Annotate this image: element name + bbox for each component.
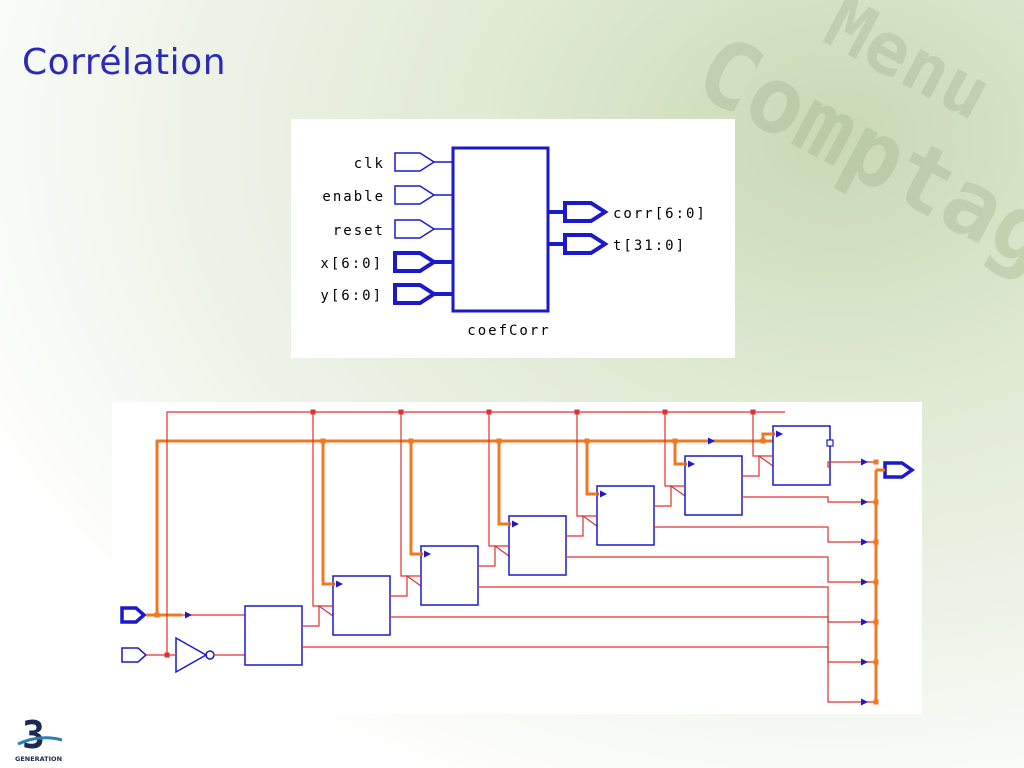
schematic-panel	[112, 402, 922, 714]
correlator-stage-block	[244, 605, 303, 666]
bus-tap-junction	[584, 438, 590, 444]
top-junction	[310, 409, 316, 415]
top-junction	[486, 409, 492, 415]
output-junction	[873, 699, 879, 705]
stage-output-arrow	[861, 578, 868, 586]
top-junction	[662, 409, 668, 415]
stage-chain-wire	[390, 574, 422, 597]
correlator-stage-block	[772, 425, 831, 486]
schematic-input-port-single	[121, 647, 148, 663]
bus-tap-junction	[408, 438, 414, 444]
stage-output-wire	[478, 586, 876, 623]
stage-top-wire	[664, 412, 685, 487]
output-junction	[873, 539, 879, 545]
input-port-reset: reset	[333, 219, 453, 239]
bus-tap-junction	[672, 438, 678, 444]
correlator-stage-block	[332, 575, 391, 636]
stage-output-wire	[827, 461, 876, 468]
stage-output-arrow	[861, 538, 868, 546]
slide-title: Corrélation	[22, 42, 227, 83]
stage-feed-arrow	[688, 460, 695, 468]
input-port-enable: enable	[322, 185, 453, 205]
stage-output-arrow	[861, 698, 868, 706]
output-junction	[873, 499, 879, 505]
correlator-stage-block	[420, 545, 479, 606]
correlator-schematic	[120, 409, 916, 706]
output-port-t: t[31:0]	[548, 233, 686, 255]
stage-top-wire	[312, 412, 333, 607]
stage-chain-wire	[478, 544, 510, 567]
stage-feed-arrow	[776, 430, 783, 438]
schematic-output-port	[883, 461, 916, 479]
correlator-stage-block	[596, 485, 655, 546]
stage-bus-feed	[497, 441, 511, 526]
stage-bus-feed	[321, 441, 335, 586]
top-junction	[574, 409, 580, 415]
stage-output-arrow	[861, 658, 868, 666]
output-junction	[873, 579, 879, 585]
bus-tap-junction	[496, 438, 502, 444]
stage-feed-arrow	[600, 490, 607, 498]
top-junction	[398, 409, 404, 415]
stage-chain-wire	[302, 604, 334, 627]
logo-text: GENERATION	[15, 755, 62, 763]
coefcorr-block	[451, 146, 550, 313]
generation-logo: 3 GENERATION	[15, 713, 63, 763]
input-port-y: y[6:0]	[320, 283, 453, 305]
stage-top-wire	[400, 412, 421, 577]
input-label-enable: enable	[322, 189, 385, 205]
top-junction	[750, 409, 756, 415]
block-symbol-diagram: clk enable reset x[6:0] y[6:0] corr[6:0]	[320, 146, 707, 339]
stage-chain-wire	[566, 514, 598, 537]
block-symbol-panel: clk enable reset x[6:0] y[6:0] corr[6:0]	[291, 119, 735, 358]
stage-feed-arrow	[336, 580, 343, 588]
stage-top-wire	[752, 412, 773, 457]
top-bus-arrow	[708, 437, 715, 445]
stage-top-wire	[488, 412, 509, 547]
block-name-label: coefCorr	[467, 323, 550, 339]
output-junction	[873, 619, 879, 625]
stage-chain-wire	[742, 454, 774, 477]
inverter-gate	[175, 636, 215, 674]
output-port-corr: corr[6:0]	[548, 201, 707, 223]
stage-feed-arrow	[424, 550, 431, 558]
input-label-reset: reset	[333, 223, 385, 239]
correlator-stage-block	[508, 515, 567, 576]
stage-output-wire	[302, 646, 876, 703]
wire-junction	[164, 652, 170, 658]
bus-tap-junction	[320, 438, 326, 444]
bus-tap-junction	[760, 438, 766, 444]
input-port-x: x[6:0]	[320, 251, 453, 273]
input-port-clk: clk	[354, 152, 453, 172]
output-junction	[873, 459, 879, 465]
stage-output-arrow	[861, 458, 868, 466]
input-label-y: y[6:0]	[320, 288, 383, 304]
stage-bus-feed	[673, 441, 687, 466]
stage-output-wire	[654, 526, 876, 543]
logo-mark: 3	[22, 713, 45, 757]
schematic-input-port-bus	[120, 606, 147, 624]
input-label-x: x[6:0]	[320, 256, 383, 272]
input-label-clk: clk	[354, 156, 385, 172]
stage-bus-feed	[409, 441, 423, 556]
output-junction	[873, 659, 879, 665]
stage-output-wire	[566, 556, 876, 583]
stage-output-arrow	[861, 498, 868, 506]
stage-output-arrow	[861, 618, 868, 626]
stage-top-wire	[576, 412, 597, 517]
output-label-corr: corr[6:0]	[613, 206, 707, 222]
stage-output-wire	[390, 616, 876, 663]
bus-junction	[154, 612, 160, 618]
stage-bus-feed	[585, 441, 599, 496]
stage-chain-wire	[654, 484, 686, 507]
correlator-stage-block	[684, 455, 743, 516]
first-stage-arrow	[185, 611, 192, 619]
input-bus-main	[155, 439, 779, 615]
last-stage-pin	[826, 439, 834, 447]
output-label-t: t[31:0]	[613, 238, 686, 254]
stage-feed-arrow	[512, 520, 519, 528]
stage-output-wire	[742, 496, 876, 503]
